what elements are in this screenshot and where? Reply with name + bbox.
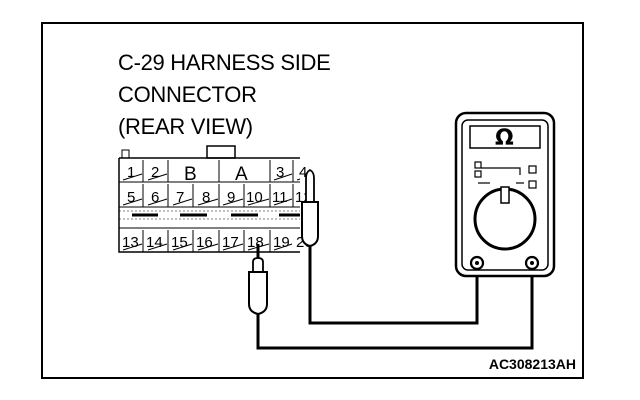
test-lead-wire-1 bbox=[308, 258, 479, 325]
pin-label: 11 bbox=[272, 189, 288, 206]
figure-reference-code: AC308213AH bbox=[488, 356, 576, 372]
meter-display bbox=[469, 125, 541, 149]
pin-label: 3 bbox=[276, 164, 284, 181]
pin-label: 1 bbox=[127, 164, 135, 181]
test-lead-wire-2 bbox=[256, 268, 534, 350]
pin-label: 8 bbox=[202, 189, 210, 206]
pin-label: 14 bbox=[146, 234, 163, 251]
test-probe-2 bbox=[248, 244, 268, 316]
ohmmeter: Ω bbox=[454, 111, 556, 278]
pin-label: 5 bbox=[127, 189, 135, 206]
pin-label: 4 bbox=[299, 164, 307, 181]
pin-label: 16 bbox=[196, 234, 213, 251]
pin-label: 19 bbox=[273, 234, 290, 251]
pin-label: 15 bbox=[171, 234, 188, 251]
test-probe-1 bbox=[301, 168, 319, 258]
connector-title-line-1: C-29 HARNESS SIDE bbox=[118, 50, 331, 75]
pin-label: 10 bbox=[246, 189, 263, 206]
pin-label: 17 bbox=[222, 234, 239, 251]
pin-label: 9 bbox=[227, 189, 235, 206]
pin-label: 7 bbox=[176, 189, 184, 206]
pin-label: A bbox=[235, 164, 248, 185]
pin-label: 6 bbox=[151, 189, 159, 206]
pin-label: 18 bbox=[247, 234, 264, 251]
connector-title-line-3: (REAR VIEW) bbox=[118, 114, 253, 139]
connector-title-line-2: CONNECTOR bbox=[118, 82, 257, 107]
connector: 1 2 B A 3 4 5 6 7 8 9 10 11 12 13 14 15 … bbox=[118, 145, 313, 253]
pin-label: 2 bbox=[151, 164, 159, 181]
ohm-symbol: Ω bbox=[495, 126, 514, 151]
pin-label: B bbox=[184, 164, 197, 185]
pin-label: 13 bbox=[122, 234, 139, 251]
